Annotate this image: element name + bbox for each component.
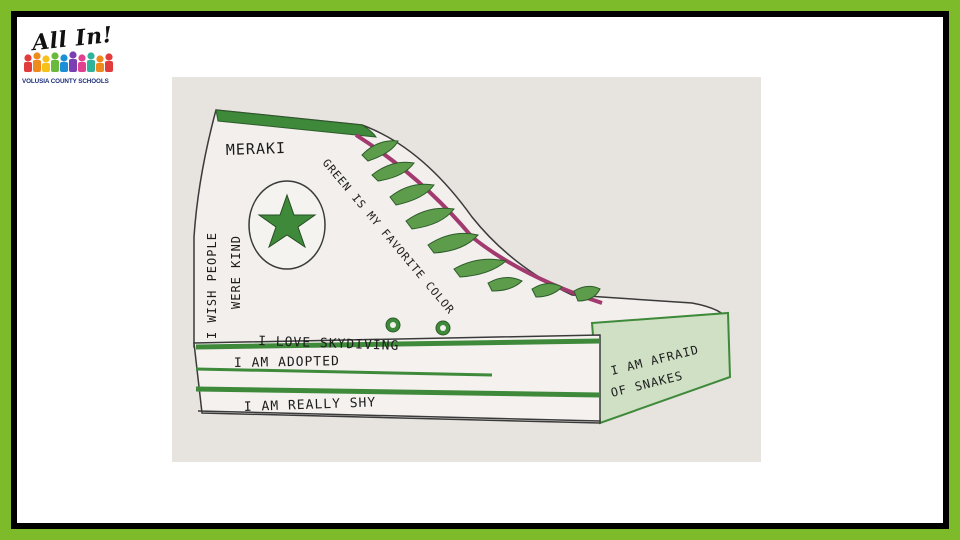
text-meraki: MERAKI bbox=[226, 139, 287, 159]
eyelet-1-hole bbox=[390, 322, 396, 328]
shoe-upper bbox=[193, 109, 729, 348]
eyelet-2-hole bbox=[440, 325, 446, 331]
shoe-collar bbox=[215, 109, 378, 138]
sneaker-drawing-photo: MERAKI I WISH PEOPLE WERE KIND GREEN IS … bbox=[172, 77, 761, 462]
logo-subtitle: VOLUSIA COUNTY SCHOOLS bbox=[22, 78, 109, 85]
people-figures-icon bbox=[24, 51, 113, 72]
sneaker-drawing: MERAKI I WISH PEOPLE WERE KIND GREEN IS … bbox=[193, 109, 732, 425]
text-wish-line2: WERE KIND bbox=[229, 235, 243, 309]
volusia-logo: All In! VOLUSIA COUNTY SCHOOLS bbox=[22, 22, 118, 88]
sole-stripe-low bbox=[195, 386, 601, 398]
sole-stripe-mid bbox=[195, 367, 493, 377]
sole-stripe-top bbox=[195, 338, 601, 350]
shoe-laces bbox=[361, 140, 601, 302]
text-skydiving: I LOVE SKYDIVING bbox=[258, 334, 400, 354]
sole-stripe-bottom bbox=[197, 410, 601, 422]
star-icon bbox=[257, 193, 317, 249]
text-wish-line1: I WISH PEOPLE bbox=[205, 232, 219, 339]
text-really-shy: I AM REALLY SHY bbox=[244, 395, 377, 415]
text-adopted: I AM ADOPTED bbox=[234, 354, 340, 371]
